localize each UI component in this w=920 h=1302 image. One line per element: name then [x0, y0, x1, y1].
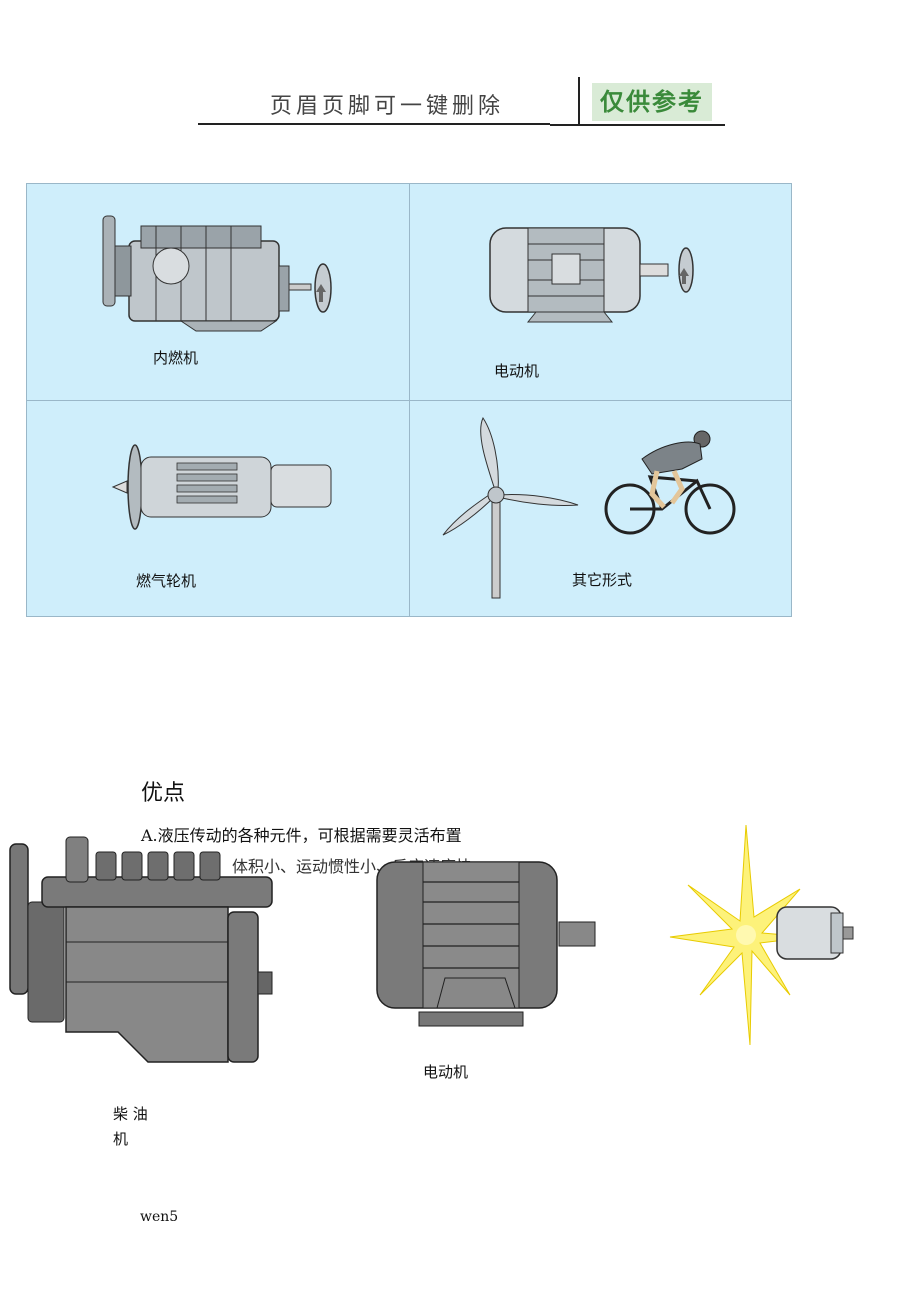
cyclist-icon: [604, 430, 736, 535]
header-divider: [578, 77, 580, 125]
wind-turbine-icon: [442, 416, 579, 599]
gas-turbine-icon: [111, 444, 332, 530]
electric-motor-icon: [489, 227, 694, 323]
advantages-heading: 优点: [141, 781, 186, 806]
grid-cell-ice: 内燃机: [26, 183, 410, 401]
grid-cell-turbine: 燃气轮机: [26, 400, 410, 617]
cell-label-other: 其它形式: [572, 571, 633, 589]
motor-label: 电动机: [423, 1063, 469, 1081]
grid-cell-motor: 电动机: [409, 183, 792, 401]
internal-combustion-engine-icon: [102, 215, 332, 332]
cell-label-motor: 电动机: [494, 362, 540, 380]
footer-text: wen5: [140, 1209, 179, 1225]
reference-only-badge: 仅供参考: [592, 83, 712, 121]
spark-icon: [669, 824, 811, 1046]
diesel-label-line1: 柴 油: [113, 1105, 148, 1123]
electric-motor-large-icon: [376, 861, 596, 1027]
header-title: 页眉页脚可一键删除: [270, 94, 505, 119]
header-rule: [198, 123, 550, 125]
cell-label-ice: 内燃机: [153, 349, 199, 367]
diesel-engine-icon: [9, 836, 273, 1063]
cell-label-turbine: 燃气轮机: [136, 572, 197, 590]
small-motor-icon: [776, 906, 854, 960]
header-rule-right: [550, 124, 725, 126]
advantage-item-a: A.液压传动的各种元件，可根据需要灵活布置: [141, 826, 462, 845]
grid-cell-other: 其它形式: [409, 400, 792, 617]
diesel-label-line2: 机: [113, 1130, 129, 1148]
